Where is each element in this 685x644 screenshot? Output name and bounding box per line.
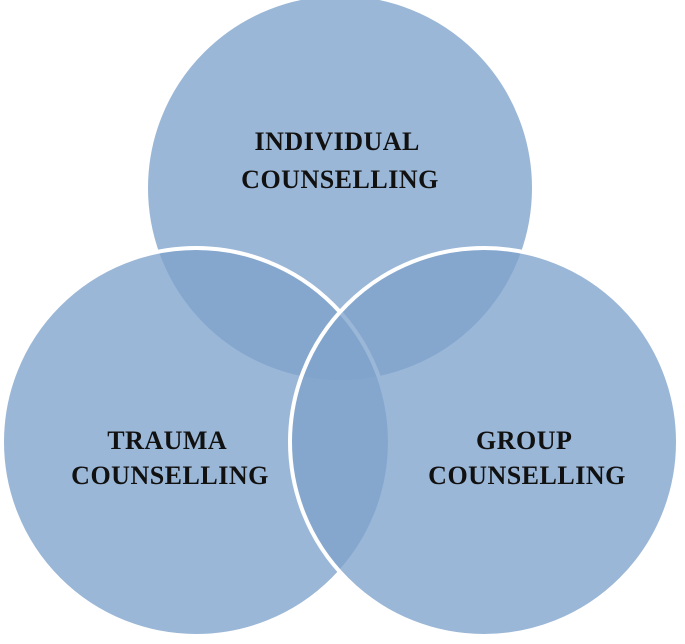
individual-label-line1: INDIVIDUAL (255, 127, 420, 156)
venn-labels: INDIVIDUAL COUNSELLING TRAUMA COUNSELLIN… (71, 127, 626, 490)
trauma-label-line1: TRAUMA (107, 426, 227, 455)
group-label-line1: GROUP (476, 426, 572, 455)
trauma-counselling-label: TRAUMA COUNSELLING (71, 426, 269, 490)
group-counselling-label: GROUP COUNSELLING (428, 426, 626, 490)
trauma-label-line2: COUNSELLING (71, 461, 269, 490)
individual-label-line2: COUNSELLING (241, 165, 439, 194)
group-counselling-circle (288, 246, 680, 638)
individual-counselling-label: INDIVIDUAL COUNSELLING (241, 127, 439, 194)
group-label-line2: COUNSELLING (428, 461, 626, 490)
